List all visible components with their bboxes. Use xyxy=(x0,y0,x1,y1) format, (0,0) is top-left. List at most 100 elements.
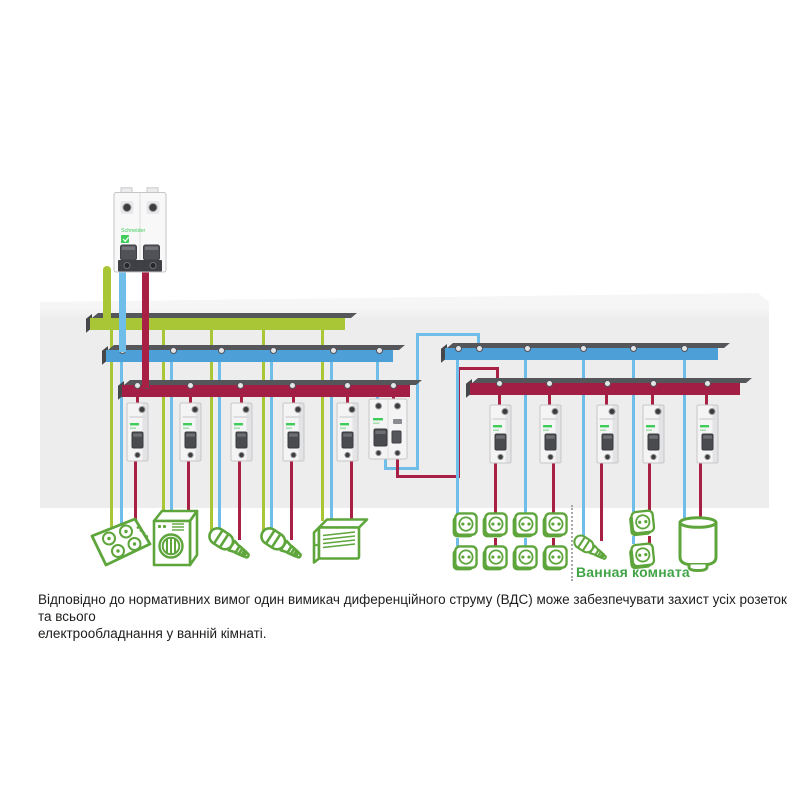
pe-riser-wire xyxy=(103,266,111,318)
water-heater-icon xyxy=(678,516,718,572)
neutral-drop-boiler xyxy=(683,354,686,518)
rcd-line-link xyxy=(457,367,499,370)
terminal-hole xyxy=(524,344,531,352)
line-stub-breaker xyxy=(651,386,654,408)
socket-icon xyxy=(541,512,568,539)
line-busbar-left xyxy=(118,380,422,400)
terminal-hole xyxy=(650,379,657,387)
circuit-breaker-icon xyxy=(230,402,253,462)
socket-link xyxy=(456,538,459,546)
socket-icon xyxy=(481,545,508,572)
rcd-neutral-link xyxy=(384,467,419,470)
line-stub-breaker xyxy=(292,388,295,406)
busbar-face xyxy=(122,385,410,397)
busbar-top-face xyxy=(108,345,405,350)
line-stub-breaker xyxy=(136,388,139,406)
caption-line-2: електрообладнання у ванній кімнаті. xyxy=(38,626,267,641)
terminal-hole xyxy=(390,381,397,389)
socket-icon xyxy=(627,509,657,539)
neutral-feed-wire xyxy=(119,270,126,352)
line-out-sockets1 xyxy=(494,458,497,514)
terminal-hole xyxy=(237,381,244,389)
rcd-line-link xyxy=(496,367,499,385)
pe-drop-lamp2 xyxy=(262,326,265,536)
terminal-hole xyxy=(218,346,225,354)
pe-drop-washer xyxy=(162,326,165,514)
neutral-drop-lamp1 xyxy=(218,354,221,537)
terminal-hole xyxy=(681,344,688,352)
line-out-heater xyxy=(350,456,353,523)
circuit-breaker-icon xyxy=(539,404,562,464)
line-out-bath-sockets xyxy=(648,458,651,512)
line-stub-breaker xyxy=(189,388,192,406)
pe-drop-cooktop xyxy=(110,326,113,527)
terminal-hole xyxy=(546,379,553,387)
rcd-neutral-link xyxy=(416,333,480,336)
neutral-stub-rcd xyxy=(376,354,379,402)
line-feed-wire xyxy=(142,270,149,388)
terminal-hole xyxy=(580,344,587,352)
busbar-face xyxy=(470,383,740,395)
pe-drop-heater xyxy=(321,326,324,521)
terminal-hole xyxy=(330,346,337,354)
neutral-drop-washer xyxy=(170,354,173,512)
circuit-breaker-icon xyxy=(489,404,512,464)
line-out-cooktop xyxy=(134,456,137,521)
neutral-drop-cooktop xyxy=(120,354,123,524)
rcd-breaker-icon xyxy=(368,398,408,460)
socket-icon xyxy=(451,512,478,539)
line-out-lamp2 xyxy=(290,456,293,540)
circuit-breaker-icon xyxy=(596,404,619,464)
line-out-lamp1 xyxy=(238,456,241,540)
bathroom-divider xyxy=(571,505,573,581)
socket-link xyxy=(552,538,555,546)
terminal-hole xyxy=(344,381,351,389)
pe-drop-lamp1 xyxy=(210,326,213,536)
line-stub-breaker xyxy=(240,388,243,406)
terminal-hole xyxy=(170,346,177,354)
caption-line-1: Відповідно до нормативних вимог один вим… xyxy=(38,592,787,624)
neutral-busbar-left xyxy=(102,345,405,365)
socket-icon xyxy=(481,512,508,539)
cfl-lamp-icon xyxy=(204,524,260,570)
circuit-breaker-icon xyxy=(179,402,202,462)
socket-icon xyxy=(511,545,538,572)
line-stub-breaker xyxy=(705,386,708,408)
pe-busbar-left xyxy=(86,313,357,333)
busbar-top-face xyxy=(92,313,357,318)
main-breaker-icon: Schneider xyxy=(113,187,167,273)
circuit-breaker-icon xyxy=(126,402,149,462)
terminal-hole xyxy=(187,381,194,389)
socket-icon xyxy=(451,545,478,572)
circuit-breaker-icon xyxy=(336,402,359,462)
socket-link xyxy=(494,538,497,546)
line-stub-breaker xyxy=(346,388,349,406)
circuit-breaker-icon xyxy=(282,402,305,462)
terminal-hole xyxy=(704,379,711,387)
rcd-line-link xyxy=(396,456,399,478)
rcd-neutral-link xyxy=(384,456,387,470)
neutral-drop-heater xyxy=(330,354,333,522)
washing-machine-icon xyxy=(152,509,199,567)
busbar-face xyxy=(90,318,345,330)
neutral-drop-bath-lamp xyxy=(582,354,585,541)
terminal-hole xyxy=(476,344,483,352)
terminal-hole xyxy=(289,381,296,389)
neutral-drop-sockets2 xyxy=(524,354,527,514)
terminal-hole xyxy=(496,379,503,387)
line-out-boiler xyxy=(699,458,702,518)
schneider-logo xyxy=(121,235,129,243)
circuit-breaker-icon xyxy=(642,404,665,464)
terminal-hole xyxy=(455,344,462,352)
busbar-face xyxy=(445,348,718,360)
brand-text: Schneider xyxy=(121,228,145,234)
caption: Відповідно до нормативних вимог один вим… xyxy=(38,591,794,642)
socket-link xyxy=(524,538,527,546)
busbar-top-face xyxy=(124,380,422,385)
rcd-line-link xyxy=(396,475,460,478)
socket-icon xyxy=(541,545,568,572)
terminal-hole xyxy=(376,346,383,354)
line-stub-breaker xyxy=(498,386,501,408)
line-out-bath-lamp xyxy=(600,458,603,541)
